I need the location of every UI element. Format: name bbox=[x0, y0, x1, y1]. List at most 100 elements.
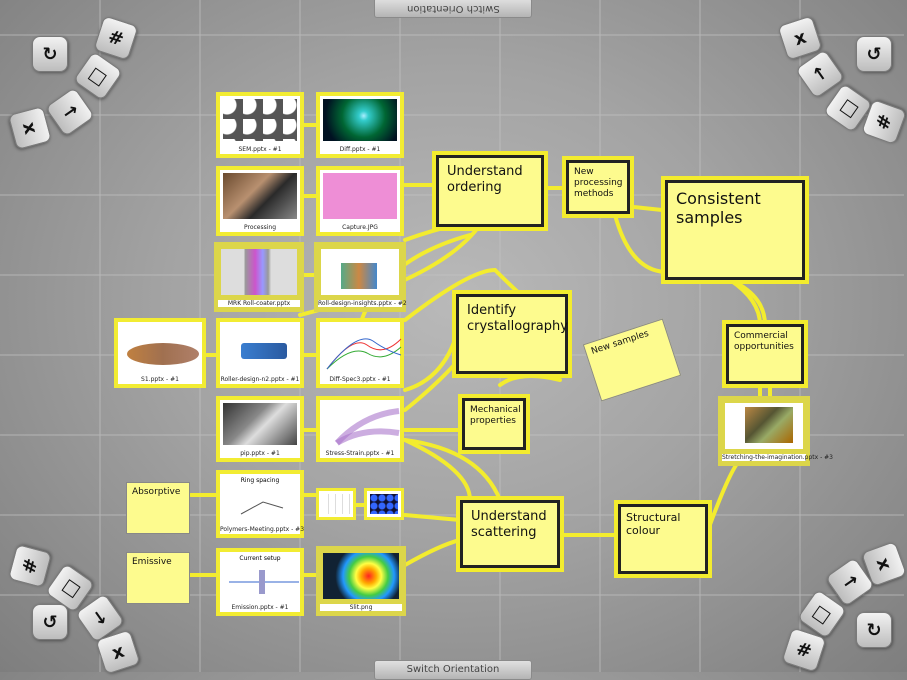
note-text: New processing methods bbox=[574, 167, 623, 199]
stretching-image bbox=[725, 403, 803, 449]
note-text: Consistent samples bbox=[676, 189, 761, 228]
arrow-icon: ↑ bbox=[807, 61, 833, 87]
grid-icon: # bbox=[871, 111, 897, 133]
close-icon: x bbox=[109, 640, 127, 664]
rotate-button-bottom-right[interactable]: ↻ bbox=[856, 612, 892, 648]
tile-processing[interactable]: Processing bbox=[216, 166, 304, 236]
note-text: Mechanical properties bbox=[470, 405, 521, 426]
tile-caption: S1.pptx - #1 bbox=[141, 376, 179, 383]
tile-caption: SEM.pptx - #1 bbox=[238, 146, 282, 153]
pip-image bbox=[223, 403, 297, 445]
note-consistent-samples[interactable]: Consistent samples bbox=[665, 180, 805, 280]
rotate-icon: ↻ bbox=[42, 43, 58, 65]
note-understand-scattering[interactable]: Understand scattering bbox=[460, 500, 560, 568]
arrow-icon: ↓ bbox=[87, 605, 113, 631]
tile-diff[interactable]: Diff.pptx - #1 bbox=[316, 92, 404, 158]
note-mechanical-properties[interactable]: Mechanical properties bbox=[462, 398, 526, 450]
tile-caption: Roller-design-n2.pptx - #1 bbox=[220, 376, 300, 383]
tile-caption: Diff-Spec3.pptx - #1 bbox=[329, 376, 391, 383]
rotate-icon: ↻ bbox=[866, 619, 882, 641]
insights-image bbox=[321, 249, 399, 295]
note-understand-ordering[interactable]: Understand ordering bbox=[436, 155, 544, 227]
tile-polymers-meeting[interactable]: Ring spacing Polymers-Meeting.pptx - #3 bbox=[216, 470, 304, 538]
tile-roller-design[interactable]: Roller-design-n2.pptx - #1 bbox=[216, 318, 304, 388]
note-text: Understand scattering bbox=[471, 509, 547, 540]
tile-roll-design-insights[interactable]: Roll-design-insights.pptx - #2 bbox=[314, 242, 407, 312]
note-text: Emissive bbox=[132, 557, 172, 567]
tile-mini-1[interactable] bbox=[316, 488, 356, 520]
diff-image bbox=[323, 99, 397, 141]
tile-caption: Processing bbox=[243, 224, 277, 231]
tile-capture[interactable]: Capture.JPG bbox=[316, 166, 404, 236]
close-icon: x bbox=[872, 554, 896, 574]
diff-spec-image bbox=[323, 325, 402, 371]
square-icon: □ bbox=[809, 600, 835, 628]
close-button-top-left[interactable]: x bbox=[7, 105, 53, 151]
mini-2-image bbox=[370, 494, 398, 514]
stretching-photo bbox=[745, 407, 793, 443]
roller-design-image bbox=[223, 325, 297, 371]
square-icon: □ bbox=[56, 575, 84, 601]
tile-pip[interactable]: pip.pptx - #1 bbox=[216, 396, 304, 462]
note-text: Identify crystallography bbox=[467, 303, 568, 334]
rotate-button-bottom-left[interactable]: ↺ bbox=[32, 604, 68, 640]
tile-caption: Stress-Strain.pptx - #1 bbox=[325, 450, 395, 457]
tile-s1[interactable]: S1.pptx - #1 bbox=[114, 318, 206, 388]
tile-caption: Stretching-the-imagination.pptx - #3 bbox=[722, 454, 833, 461]
tile-sem[interactable]: SEM.pptx - #1 bbox=[216, 92, 304, 158]
polymers-image: Ring spacing bbox=[223, 477, 297, 521]
note-emissive[interactable]: Emissive bbox=[126, 552, 190, 604]
tile-caption: Roll-design-insights.pptx - #2 bbox=[318, 300, 407, 307]
note-text: Commercial opportunities bbox=[734, 331, 794, 352]
arrow-icon: ↑ bbox=[837, 569, 863, 595]
tile-slit[interactable]: Slit.png bbox=[316, 546, 406, 616]
switch-orientation-button-bottom[interactable]: Switch Orientation bbox=[374, 660, 532, 680]
tile-stress-strain[interactable]: Stress-Strain.pptx - #1 bbox=[316, 396, 404, 462]
tile-emission[interactable]: Current setup Emission.pptx - #1 bbox=[216, 548, 304, 616]
roller-image bbox=[221, 249, 297, 295]
ring-plot-title: Ring spacing bbox=[240, 477, 280, 484]
note-absorptive[interactable]: Absorptive bbox=[126, 482, 190, 534]
tile-mini-2[interactable] bbox=[364, 488, 404, 520]
grid-icon: # bbox=[17, 555, 43, 577]
grid-button-top-left[interactable]: # bbox=[93, 15, 139, 61]
stress-strain-image bbox=[323, 403, 400, 446]
spectrum-plot bbox=[326, 338, 402, 370]
rotate-button-top-right[interactable]: ↺ bbox=[856, 36, 892, 72]
tile-stretching-imagination[interactable]: Stretching-the-imagination.pptx - #3 bbox=[718, 396, 833, 466]
grid-button-bottom-left[interactable]: # bbox=[7, 543, 53, 589]
note-structural-colour[interactable]: Structural colour bbox=[618, 504, 708, 574]
note-text: Absorptive bbox=[132, 487, 181, 497]
tile-mrk-roll-coater[interactable]: MRK Roll-coater.pptx bbox=[214, 242, 304, 312]
square-icon: □ bbox=[85, 62, 111, 90]
emission-image: Current setup bbox=[223, 555, 299, 599]
insights-figure bbox=[341, 263, 377, 289]
square-icon: □ bbox=[834, 95, 862, 121]
square-button-top-left[interactable]: □ bbox=[72, 50, 124, 102]
rotate-icon: ↺ bbox=[42, 611, 58, 633]
arrow-button-top-left[interactable]: ↑ bbox=[44, 86, 96, 138]
stress-strain-plot bbox=[334, 408, 400, 446]
note-text: New samples bbox=[590, 328, 651, 357]
grid-icon: # bbox=[793, 637, 815, 663]
mini-1-image bbox=[322, 494, 350, 514]
tile-caption: MRK Roll-coater.pptx bbox=[218, 300, 300, 307]
slit-image bbox=[323, 553, 399, 599]
tile-caption: Emission.pptx - #1 bbox=[231, 604, 289, 611]
close-icon: x bbox=[791, 26, 809, 50]
tile-diff-spec[interactable]: Diff-Spec3.pptx - #1 bbox=[316, 318, 404, 388]
note-new-samples[interactable]: New samples bbox=[582, 318, 682, 402]
note-commercial-opportunities[interactable]: Commercial opportunities bbox=[726, 324, 804, 384]
tile-caption: Slit.png bbox=[320, 604, 402, 611]
emission-diagram bbox=[229, 570, 299, 594]
grid-icon: # bbox=[105, 25, 127, 51]
switch-orientation-button-top[interactable]: Switch Orientation bbox=[374, 0, 532, 18]
note-new-processing-methods[interactable]: New processing methods bbox=[566, 160, 630, 214]
s1-image bbox=[121, 325, 199, 371]
rotate-icon: ↺ bbox=[866, 43, 882, 65]
arrow-icon: ↑ bbox=[57, 99, 83, 125]
ring-plot bbox=[240, 501, 284, 515]
note-identify-crystallography[interactable]: Identify crystallography bbox=[456, 294, 568, 374]
note-text: Structural colour bbox=[626, 511, 681, 538]
rotate-button-top-left[interactable]: ↻ bbox=[32, 36, 68, 72]
